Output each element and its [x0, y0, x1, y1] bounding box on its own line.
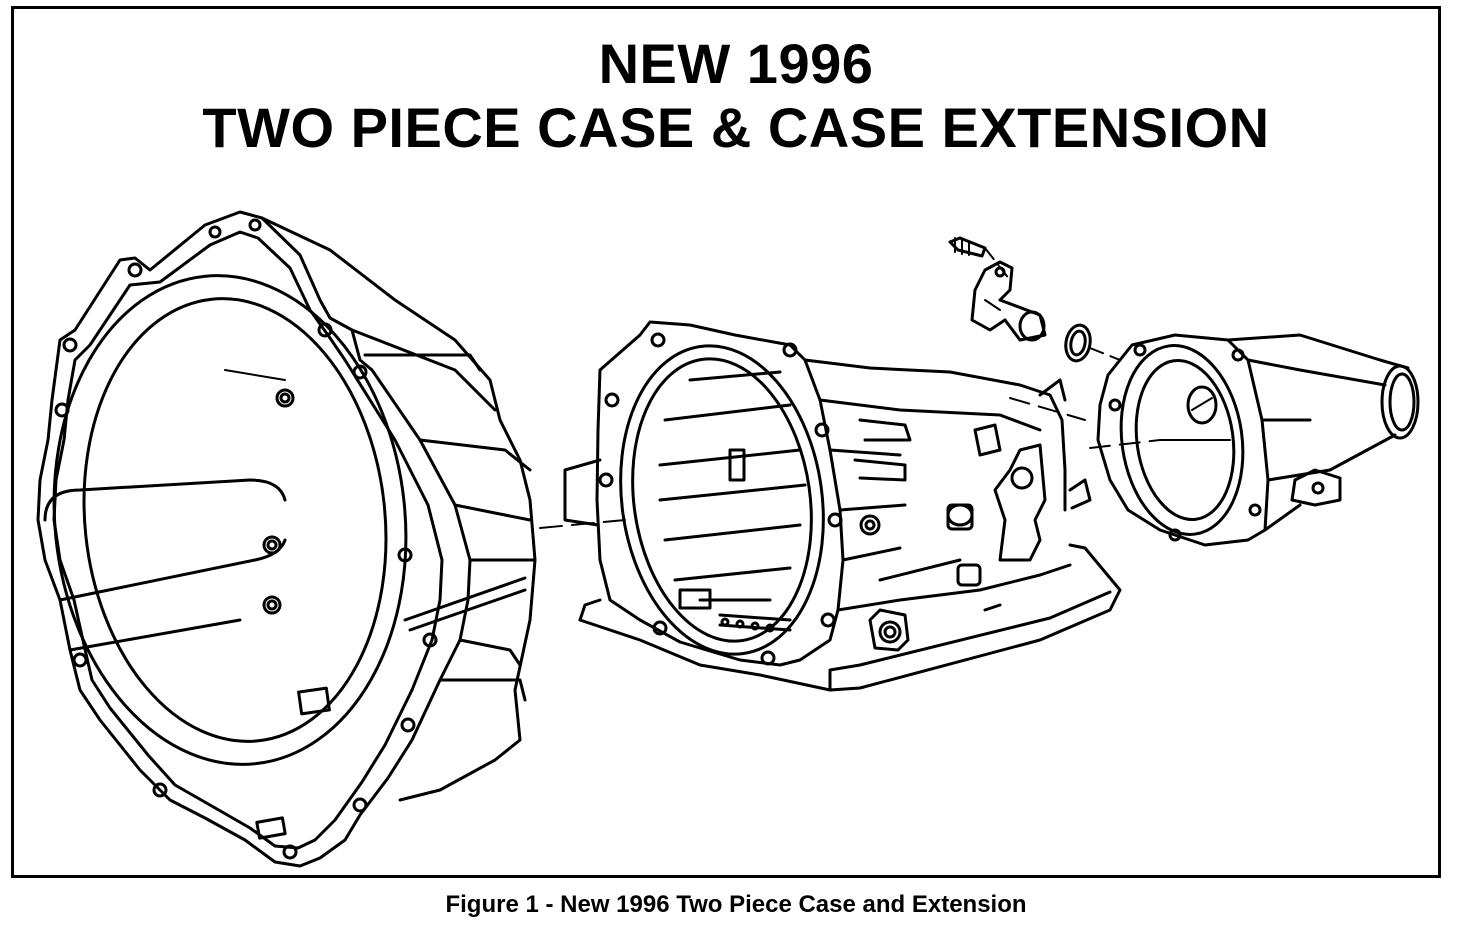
o-ring — [1064, 323, 1092, 363]
figure-title-line-2: TWO PIECE CASE & CASE EXTENSION — [202, 96, 1270, 159]
speed-sensor — [948, 236, 1047, 342]
figure-frame — [11, 6, 1441, 878]
bell-housing — [36, 210, 537, 868]
main-case — [563, 320, 1122, 692]
case-extension — [1096, 333, 1420, 547]
alignment-line — [539, 247, 1161, 529]
figure-caption: Figure 1 - New 1996 Two Piece Case and E… — [445, 891, 1027, 918]
figure-title-line-1: NEW 1996 — [598, 32, 874, 95]
